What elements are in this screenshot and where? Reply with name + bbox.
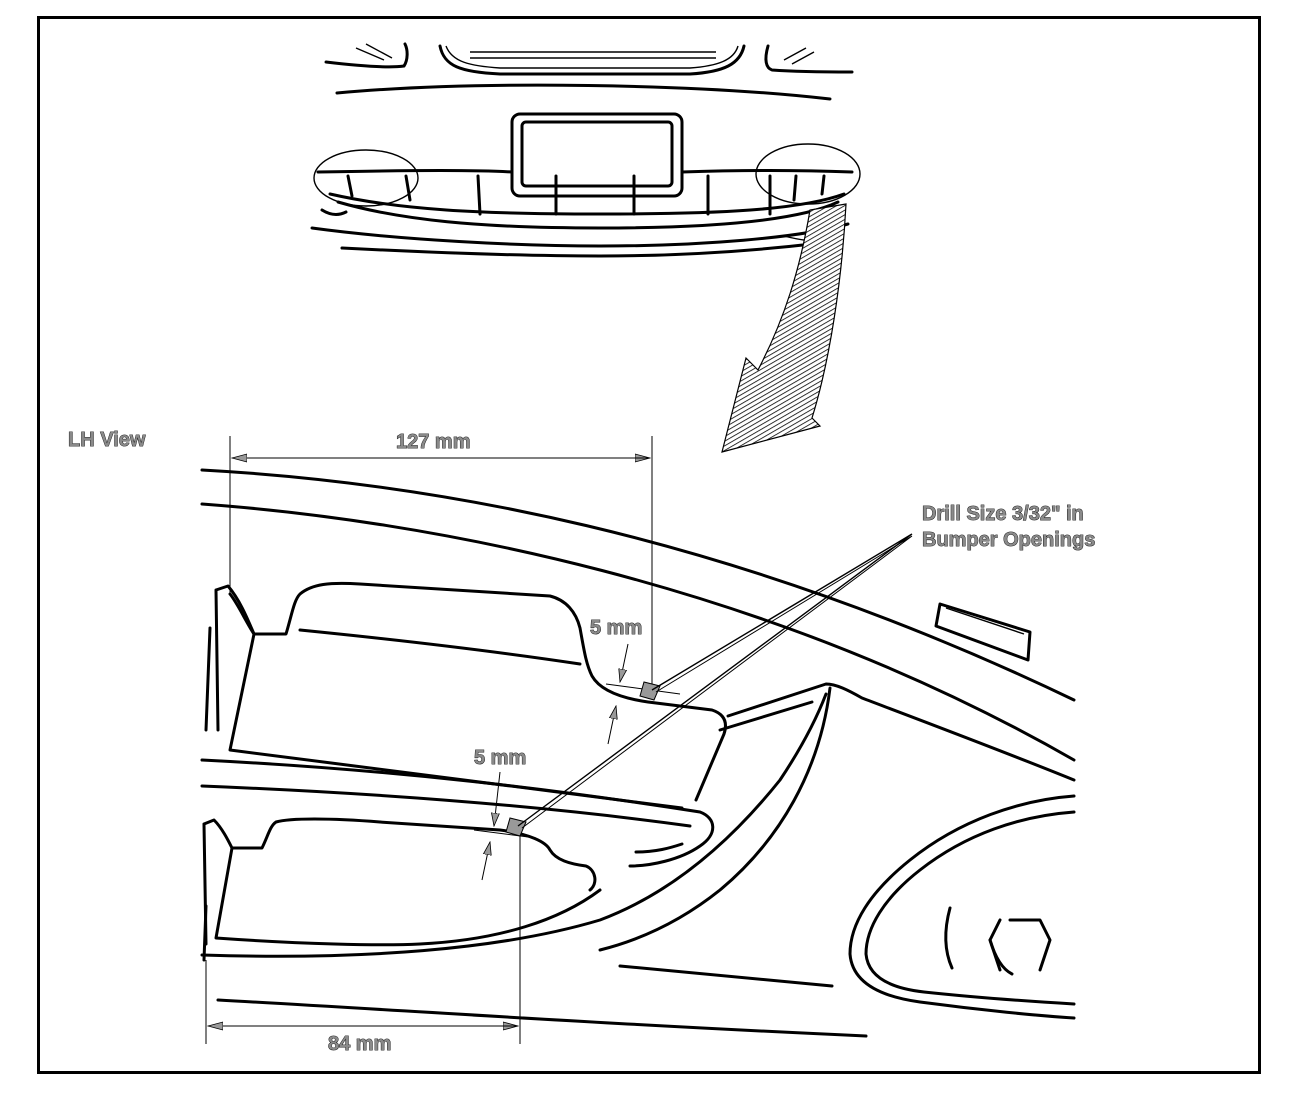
gap-upper-label: 5 mm <box>590 617 642 639</box>
detail-arrow-icon <box>721 203 847 453</box>
gap-lower-label: 5 mm <box>474 747 526 769</box>
dim-127-label: 127 mm <box>396 431 471 453</box>
diagram-frame <box>37 16 1261 1074</box>
dim-84-label: 84 mm <box>328 1033 391 1055</box>
lh-detail-view <box>200 436 1076 1044</box>
drill-note-line1: Drill Size 3/32" in <box>922 503 1084 525</box>
rear-overview <box>310 42 861 258</box>
view-label: LH View <box>68 429 146 451</box>
drill-note-line2: Bumper Openings <box>922 529 1095 551</box>
